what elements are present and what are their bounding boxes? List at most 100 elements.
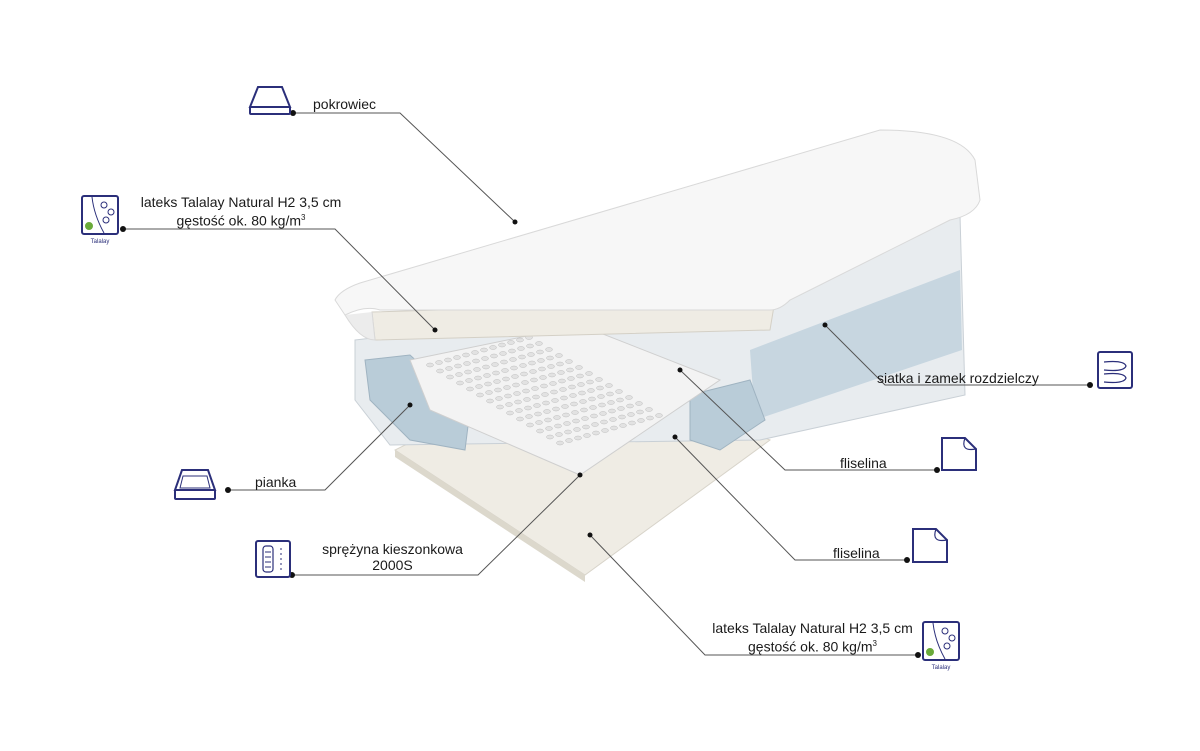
pocket-spring-line1: sprężyna kieszonkowa (322, 541, 463, 557)
spring-coil (559, 387, 567, 392)
spring-coil (548, 372, 556, 378)
spring-coil (454, 363, 462, 369)
spring-coil (551, 398, 559, 403)
spring-coil (546, 434, 554, 440)
spring-coil (545, 347, 553, 352)
spring-coil (471, 350, 479, 355)
pocket-spring-icon (255, 540, 291, 578)
spring-coil (556, 440, 564, 446)
spring-coil (499, 351, 507, 356)
spring-coil (522, 388, 530, 394)
spring-coil (552, 406, 560, 412)
spring-coil (476, 392, 484, 398)
spring-coil (492, 370, 500, 376)
spring-coil (562, 412, 570, 418)
spring-coil (646, 415, 654, 421)
spring-coil (635, 401, 643, 406)
spring-coil (464, 369, 472, 375)
foam-block-left (364, 354, 471, 451)
spring-coil (475, 384, 483, 389)
spring-coil (526, 343, 534, 349)
foam-label: pianka (255, 474, 297, 490)
spring-coil (500, 359, 508, 365)
nonwoven-icon-2 (912, 528, 948, 563)
spring-coil (554, 423, 562, 429)
leader-lines (123, 112, 1090, 656)
spring-coil (536, 349, 544, 355)
mesh-zipper-icon (1097, 351, 1133, 389)
spring-coil (485, 390, 493, 395)
spring-coil (608, 408, 616, 414)
spring-coil (537, 358, 545, 363)
spring-coil (532, 394, 540, 400)
spring-coil (503, 385, 511, 390)
spring-coil (529, 369, 537, 374)
spring-coil (473, 367, 481, 372)
spring-coil (567, 376, 575, 381)
spring-coil (455, 372, 463, 377)
latex-bottom-icon (922, 621, 960, 661)
spring-coil (511, 374, 519, 379)
spring-coil (514, 399, 522, 405)
spring-coil (573, 427, 581, 432)
spring-coil (519, 363, 527, 368)
spring-coil (546, 355, 554, 361)
spring-coil (570, 401, 578, 407)
leader-dots (120, 110, 1093, 658)
spring-coil (625, 395, 633, 400)
spring-coil (539, 375, 547, 380)
talalay-logo-text: Talalay (91, 239, 110, 245)
spring-coil (580, 407, 588, 413)
spring-coil (590, 413, 598, 419)
spring-coil (510, 365, 518, 371)
spring-coil (472, 358, 480, 364)
spring-coil (505, 402, 513, 407)
spring-coil (504, 393, 512, 399)
spring-coil (610, 425, 618, 431)
spring-coil (582, 424, 590, 430)
spring-coil (541, 392, 549, 397)
spring-coil (494, 387, 502, 393)
latex-bottom-line1: lateks Talalay Natural H2 3,5 cm (712, 620, 913, 636)
spring-coil (616, 397, 624, 403)
spring-coil (561, 404, 569, 409)
spring-coil (435, 360, 443, 365)
spring-coil (518, 354, 526, 360)
cover-label: pokrowiec (313, 96, 377, 112)
spring-coil (565, 438, 573, 443)
spring-coil (495, 396, 503, 401)
spring-coil (480, 347, 488, 353)
spring-coil (627, 412, 635, 417)
nonwoven-label-2: fliselina (833, 545, 880, 561)
spring-coil (645, 407, 653, 412)
latex-bottom-density: gęstość ok. 80 kg/m (748, 638, 873, 655)
spring-coil (507, 340, 515, 345)
spring-coil (483, 373, 491, 378)
spring-coil (535, 420, 543, 425)
spring-coil (576, 373, 584, 379)
spring-coil (501, 368, 509, 373)
spring-coil (628, 420, 636, 426)
spring-coil (553, 415, 561, 420)
spring-coil (587, 388, 595, 393)
spring-coil (609, 417, 617, 422)
spring-coil (550, 389, 558, 395)
spring-coil (595, 377, 603, 382)
spring-coil (597, 394, 605, 399)
spring-coil (524, 405, 532, 411)
spring-coil (617, 406, 625, 411)
pocket-spring-label: sprężyna kieszonkowa 2000S (310, 541, 475, 573)
spring-coil (463, 361, 471, 366)
spring-coil (577, 382, 585, 387)
spring-coil (526, 422, 534, 428)
spring-coil (637, 418, 645, 423)
spring-coil (564, 429, 572, 435)
latex-bottom-label: lateks Talalay Natural H2 3,5 cm gęstość… (700, 620, 925, 655)
spring-coil (592, 430, 600, 436)
spring-coil (538, 366, 546, 372)
spring-coil (534, 411, 542, 417)
spring-coil (465, 378, 473, 383)
spring-coil (466, 386, 474, 392)
spring-coil (493, 379, 501, 384)
